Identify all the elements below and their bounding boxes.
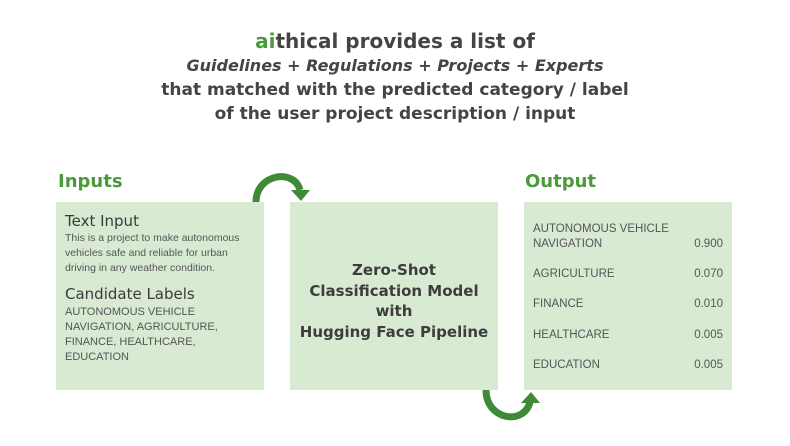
output-score: 0.005 [694, 329, 723, 341]
candidate-labels-value: AUTONOMOUS VEHICLE NAVIGATION, AGRICULTU… [65, 306, 218, 363]
output-label: AGRICULTURE [533, 268, 615, 280]
text-input-title: Text Input [65, 212, 139, 230]
output-score: 0.900 [694, 238, 723, 250]
output-row: AGRICULTURE 0.070 [533, 267, 723, 282]
curved-arrow-icon [482, 389, 540, 421]
curved-arrow-icon [252, 173, 310, 203]
output-row: AUTONOMOUS VEHICLE NAVIGATION 0.900 [533, 222, 723, 252]
model-description: Zero-Shot Classification Model with Hugg… [290, 260, 498, 342]
model-line-4: Hugging Face Pipeline [299, 322, 489, 341]
output-box: AUTONOMOUS VEHICLE NAVIGATION 0.900 AGRI… [524, 202, 732, 390]
model-line-1: Zero-Shot [352, 261, 436, 279]
heading-line-1-rest: provides a list of [338, 29, 535, 53]
model-line-2: Classification Model [309, 281, 479, 300]
brand-rest: thical [275, 29, 339, 53]
heading-line-3: that matched with the predicted category… [161, 80, 629, 100]
output-label: EDUCATION [533, 359, 600, 371]
output-row: HEALTHCARE 0.005 [533, 328, 723, 343]
heading-line-4: of the user project description / input [214, 104, 576, 124]
output-score: 0.070 [694, 268, 723, 280]
output-label: HEALTHCARE [533, 329, 610, 341]
candidate-labels-title: Candidate Labels [65, 285, 195, 303]
output-title: Output [525, 171, 597, 192]
model-line-3: with [375, 302, 413, 320]
output-score: 0.005 [694, 359, 723, 371]
output-label: AUTONOMOUS VEHICLE NAVIGATION [533, 222, 683, 252]
inputs-box: Text Input This is a project to make aut… [56, 202, 264, 390]
brand-accent: ai [255, 29, 276, 53]
heading-line-1: aithical provides a list of [0, 28, 790, 54]
model-box: Zero-Shot Classification Model with Hugg… [290, 202, 498, 390]
output-score: 0.010 [694, 298, 723, 310]
output-label-line-2: NAVIGATION [533, 238, 603, 250]
inputs-title: Inputs [58, 171, 123, 192]
heading-line-2: Guidelines + Regulations + Projects + Ex… [186, 56, 604, 75]
output-label: FINANCE [533, 298, 584, 310]
output-label-line-1: AUTONOMOUS VEHICLE [533, 223, 669, 235]
output-row: FINANCE 0.010 [533, 297, 723, 312]
page-heading: aithical provides a list of Guidelines +… [0, 28, 790, 126]
output-row: EDUCATION 0.005 [533, 358, 723, 373]
text-input-value: This is a project to make autonomous veh… [65, 232, 240, 274]
